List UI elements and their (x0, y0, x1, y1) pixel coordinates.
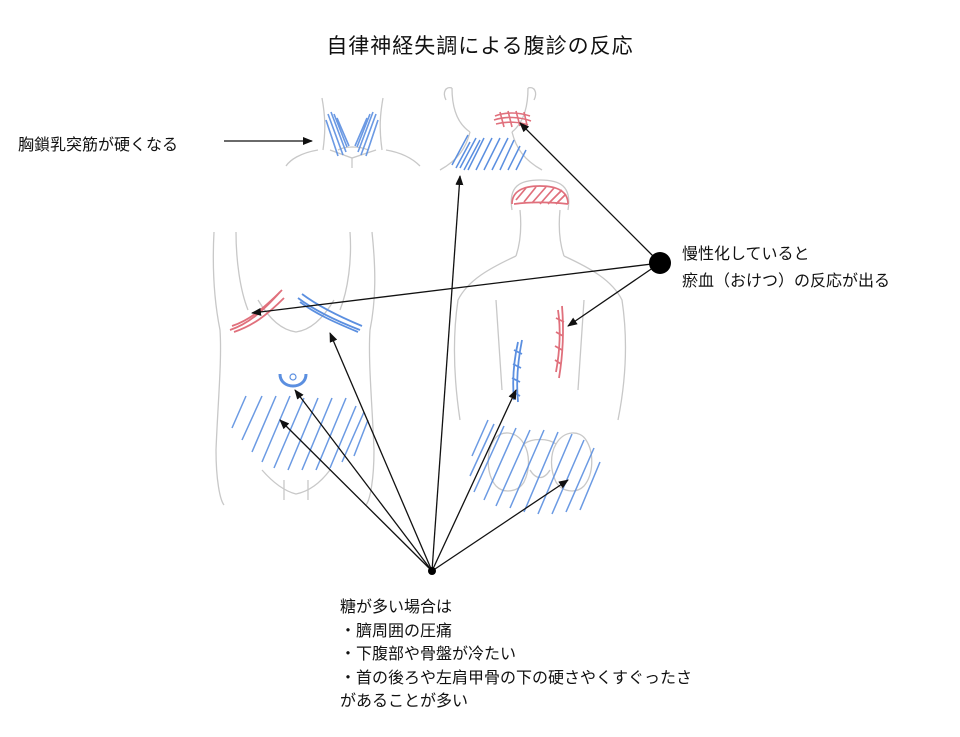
sugar-label-line: ・首の後ろや左肩甲骨の下の硬さやくすぐったさ (340, 667, 693, 687)
sugar-label: 糖が多い場合は ・臍周囲の圧痛 ・下腹部や骨盤が冷たい ・首の後ろや左肩甲骨の下… (340, 595, 692, 713)
sugar-source-dot (428, 567, 436, 575)
scm-muscle-hatch (325, 111, 379, 157)
chronic-label-line: 慢性化していると (682, 244, 810, 263)
chronic-source-dot (649, 252, 671, 274)
chronic-label-line: 瘀血（おけつ）の反応が出る (682, 271, 891, 290)
spine-cold-blue (511, 339, 523, 403)
sugar-label-line: ・臍周囲の圧痛 (340, 620, 453, 640)
upper-neck-stasis-red (493, 110, 532, 128)
pelvis-cold-hatch (469, 419, 601, 515)
diagram-title: 自律神経失調による腹診の反応 (326, 34, 634, 58)
lower-neck-cold-blue (451, 134, 527, 171)
chronic-source-arrows (251, 122, 661, 327)
navel-ring (278, 373, 308, 388)
back-head-figure (439, 86, 543, 171)
rib-cold-blue (297, 293, 363, 333)
sugar-label-line: があることが多い (340, 691, 469, 710)
rib-stasis-red (229, 289, 285, 333)
sugar-label-line: ・下腹部や骨盤が冷たい (340, 644, 517, 663)
sugar-label-line: 糖が多い場合は (340, 597, 453, 616)
head-top-stasis-red (511, 185, 569, 205)
chronic-stasis-label: 慢性化していると 瘀血（おけつ）の反応が出る (682, 240, 890, 294)
lower-abdomen-cold-hatch (231, 395, 369, 471)
scm-label: 胸鎖乳突筋が硬くなる (18, 135, 179, 154)
front-torso-figure (212, 231, 376, 506)
front-neck-figure (285, 97, 421, 168)
sugar-source-arrows (279, 175, 569, 572)
back-torso-figure (453, 179, 627, 492)
scapula-stasis-red (554, 305, 565, 379)
